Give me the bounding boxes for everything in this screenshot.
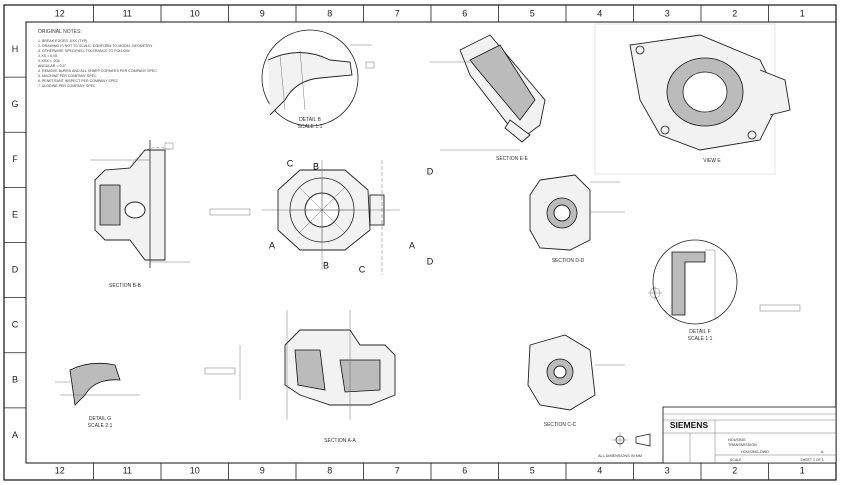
cut-label-a-left: A (269, 240, 275, 250)
note-line: 3. OTHERWISE SPECIFIED, TOLERANCE TO FOL… (38, 49, 130, 53)
cut-label-c-bottom: C (359, 264, 366, 274)
zone-column-bottom: 5 (530, 465, 535, 475)
zone-column-bottom: 2 (732, 465, 737, 475)
title-line-1: HOUSING (728, 438, 746, 442)
zone-column-bottom: 10 (190, 465, 200, 475)
note-line: ANGULAR = 0.5° (38, 64, 66, 68)
zone-column-top: 12 (55, 8, 65, 18)
zone-column-bottom: 11 (123, 465, 132, 475)
cut-label-d-top: D (427, 166, 434, 176)
cut-label-c-top: C (287, 158, 294, 168)
view-e-label: VIEW E (703, 158, 721, 164)
zone-column-top: 11 (123, 8, 132, 18)
notes-title: ORIGINAL NOTES: (38, 29, 82, 35)
zone-row: E (12, 209, 18, 219)
zone-column-top: 5 (530, 8, 535, 18)
zone-column-top: 3 (665, 8, 670, 18)
zone-row: C (12, 320, 19, 330)
note-line: 1. BREAK EDGES .XXX (TYP) (38, 39, 87, 43)
zone-column-bottom: 3 (665, 465, 670, 475)
section-a-view: SECTION A-A (204, 310, 396, 444)
title-block: SIEMENS HOUSING TRANSMISSION HOUSING-DWG… (662, 406, 837, 464)
section-c-view: SECTION C-C (527, 334, 625, 428)
cut-label-a-right: A (409, 240, 415, 250)
note-line: 4. REMOVE BURRS AND ALL SHARP CORNERS PE… (38, 69, 157, 73)
zone-column-top: 1 (800, 8, 805, 18)
zone-column-top: 4 (597, 8, 602, 18)
zone-row: D (12, 264, 19, 274)
note-line: 7. ALODINE PER COMPANY SPEC (38, 84, 96, 88)
section-d-label: SECTION D-D (552, 258, 585, 264)
detail-g-scale: SCALE 2:1 (88, 423, 113, 429)
zone-row: G (11, 99, 18, 109)
zone-column-top: 7 (395, 8, 400, 18)
detail-f-view: DETAIL F SCALE 1:1 (648, 239, 801, 342)
zone-column-bottom: 8 (327, 465, 332, 475)
zone-column-bottom: 12 (55, 465, 65, 475)
detail-b-scale: SCALE 1:1 (298, 124, 323, 130)
projection-note: ALL DIMENSIONS IN MM (598, 454, 642, 458)
projection-symbol: ALL DIMENSIONS IN MM (598, 432, 651, 458)
note-line: 5. MACHINE PER COMPANY SPEC (38, 74, 97, 78)
zone-column-bottom: 1 (800, 465, 805, 475)
detail-b-view: DETAIL B SCALE 1:1 (261, 29, 375, 130)
detail-g-view: DETAIL G SCALE 2:1 (55, 362, 140, 429)
sheet-size: A (821, 449, 824, 454)
zone-row: F (12, 154, 18, 164)
zone-column-bottom: 9 (260, 465, 265, 475)
detail-f-scale: SCALE 1:1 (688, 336, 713, 342)
zone-column-top: 2 (732, 8, 737, 18)
section-d-view: SECTION D-D (529, 174, 625, 264)
note-line: 2. DRAWING IS NOT TO SCALE. CONFORM TO M… (38, 44, 153, 48)
detail-f-label: DETAIL F (689, 329, 710, 335)
detail-g-label: DETAIL G (89, 416, 111, 422)
section-b-label: SECTION B-B (109, 283, 142, 289)
section-b-view: SECTION B-B (90, 140, 251, 289)
zone-column-top: 6 (462, 8, 467, 18)
note-line: X.XX = 0.05 (38, 54, 57, 58)
note-line: X.XXX = .005 (38, 59, 60, 63)
section-a-label: SECTION A-A (324, 438, 356, 444)
zone-column-bottom: 7 (395, 465, 400, 475)
view-e-isometric: VIEW E (594, 23, 791, 175)
drawing-number: HOUSING-DWG (741, 450, 769, 454)
section-c-label: SECTION C-C (544, 422, 577, 428)
zone-column-top: 10 (190, 8, 200, 18)
general-notes: ORIGINAL NOTES: 1. BREAK EDGES .XXX (TYP… (38, 29, 157, 88)
zone-column-bottom: 4 (597, 465, 602, 475)
note-line: 6. PENETRANT INSPECT PER COMPANY SPEC (38, 79, 119, 83)
section-e-view: SECTION E-E (430, 34, 546, 162)
zone-row: A (12, 430, 18, 440)
title-line-2: TRANSMISSION (728, 443, 757, 447)
section-e-label: SECTION E-E (496, 156, 529, 162)
cut-label-b-bottom: B (323, 260, 329, 270)
zone-column-bottom: 6 (462, 465, 467, 475)
scale-field: SCALE (730, 458, 742, 462)
detail-b-label: DETAIL B (299, 117, 321, 123)
front-view: A A B B C C D D (262, 158, 434, 275)
zone-column-top: 9 (260, 8, 265, 18)
zone-column-top: 8 (327, 8, 332, 18)
sheet-number: SHEET 1 OF 1 (800, 458, 823, 462)
zone-row: H (12, 44, 19, 54)
cut-label-b-top: B (313, 161, 319, 171)
brand-logo: SIEMENS (670, 420, 709, 430)
zone-row: B (12, 375, 18, 385)
cut-label-d-bottom: D (427, 256, 434, 266)
